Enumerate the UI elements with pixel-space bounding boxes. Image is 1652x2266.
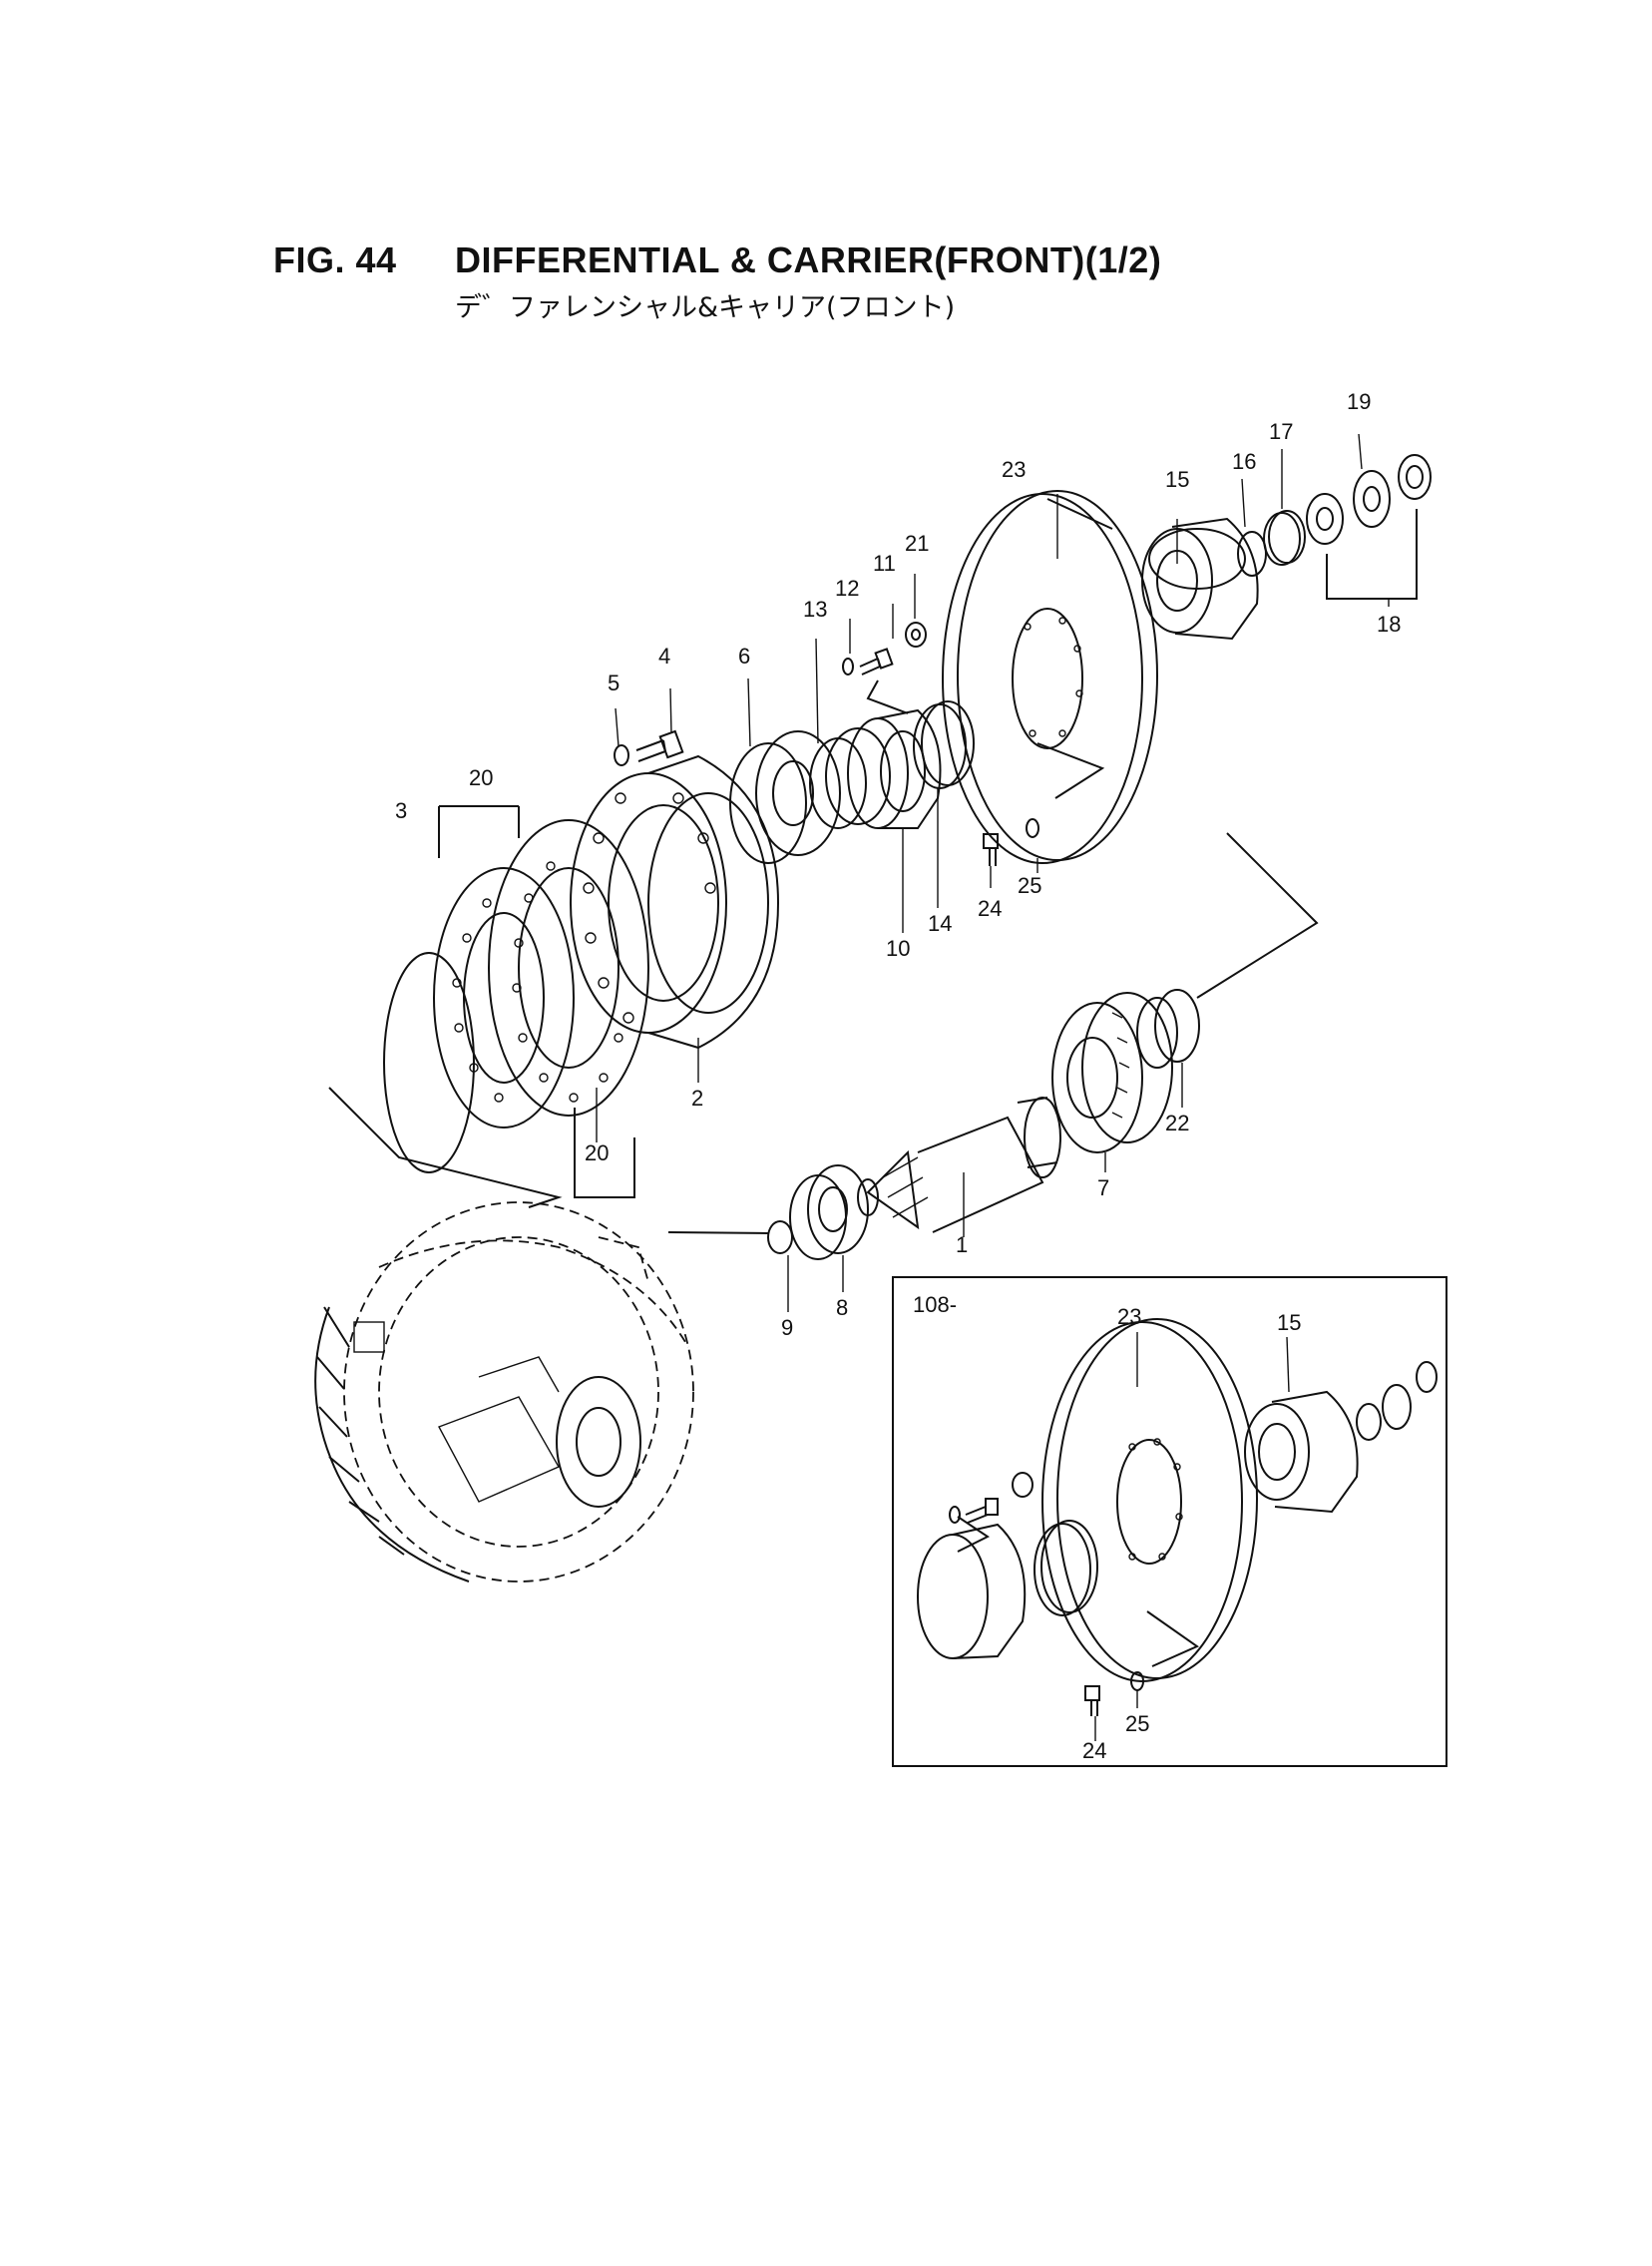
item-11-12-21-fasteners bbox=[842, 622, 927, 676]
callout-4: 4 bbox=[658, 644, 670, 669]
callout-6: 6 bbox=[738, 644, 750, 669]
callout-2: 2 bbox=[691, 1086, 703, 1111]
callout-21: 21 bbox=[905, 531, 929, 556]
callout-25: 25 bbox=[1018, 873, 1041, 898]
item-2-carrier bbox=[570, 754, 780, 1050]
assembly-bracket-lines bbox=[328, 498, 1418, 1234]
callout-14: 14 bbox=[928, 911, 952, 936]
callout-23: 23 bbox=[1002, 457, 1026, 482]
figure-subtitle-japanese: デ゛ファレンシャル&キャリア(フロント) bbox=[455, 292, 956, 323]
callout-15: 15 bbox=[1165, 467, 1189, 492]
item-23-cover bbox=[942, 490, 1158, 864]
figure-title: DIFFERENTIAL & CARRIER(FRONT)(1/2) bbox=[455, 239, 1162, 280]
inset-callout-24: 24 bbox=[1082, 1738, 1106, 1763]
main-callouts: 1 2 3 4 5 6 7 8 9 10 11 12 13 14 15 16 1… bbox=[395, 389, 1401, 1340]
callout-10: 10 bbox=[886, 936, 910, 961]
item-6-bearing bbox=[729, 730, 841, 864]
inset-callout-25: 25 bbox=[1125, 1711, 1149, 1736]
callout-16: 16 bbox=[1232, 449, 1256, 474]
inset-callout-23: 23 bbox=[1117, 1304, 1141, 1329]
item-1-drive-pinion bbox=[857, 1097, 1061, 1233]
figure-number: FIG. 44 bbox=[273, 239, 397, 280]
item-22-race bbox=[1136, 989, 1200, 1069]
callout-7: 7 bbox=[1097, 1175, 1109, 1200]
callout-9: 9 bbox=[781, 1315, 793, 1340]
callout-20-top: 20 bbox=[469, 765, 493, 790]
item-9-snap-ring bbox=[767, 1220, 793, 1254]
callout-11: 11 bbox=[873, 551, 896, 576]
callout-24: 24 bbox=[978, 896, 1002, 921]
callout-20-bottom: 20 bbox=[585, 1140, 609, 1165]
callout-5: 5 bbox=[608, 671, 620, 695]
callout-22: 22 bbox=[1165, 1111, 1189, 1135]
item-13-oil-seal bbox=[809, 727, 891, 829]
item-3-shim bbox=[383, 952, 475, 1173]
callout-18: 18 bbox=[1377, 612, 1401, 637]
callout-8: 8 bbox=[836, 1295, 848, 1320]
callout-13: 13 bbox=[803, 597, 827, 622]
item-20-shims bbox=[433, 819, 649, 1129]
callout-12: 12 bbox=[835, 576, 859, 601]
item-15-flange bbox=[1141, 517, 1259, 641]
item-4-5-bolt-washer bbox=[614, 729, 684, 766]
item-8-pilot-bearing bbox=[789, 1164, 869, 1260]
callout-19: 19 bbox=[1347, 389, 1371, 414]
differential-housing-drawing bbox=[314, 1201, 694, 1583]
item-24-25-bolt-washer bbox=[983, 818, 1039, 866]
inset-variant-108: 108- 23 15 24 bbox=[892, 1276, 1447, 1767]
inset-callout-15: 15 bbox=[1277, 1310, 1301, 1335]
callout-leaders bbox=[596, 433, 1390, 1312]
callout-17: 17 bbox=[1269, 419, 1293, 444]
item-16-17-18-19-seal-nut-washer bbox=[1237, 454, 1432, 577]
callout-1: 1 bbox=[956, 1232, 968, 1257]
callout-3: 3 bbox=[395, 798, 407, 823]
inset-serial-label: 108- bbox=[913, 1292, 957, 1317]
item-7-bearing bbox=[1051, 992, 1173, 1153]
